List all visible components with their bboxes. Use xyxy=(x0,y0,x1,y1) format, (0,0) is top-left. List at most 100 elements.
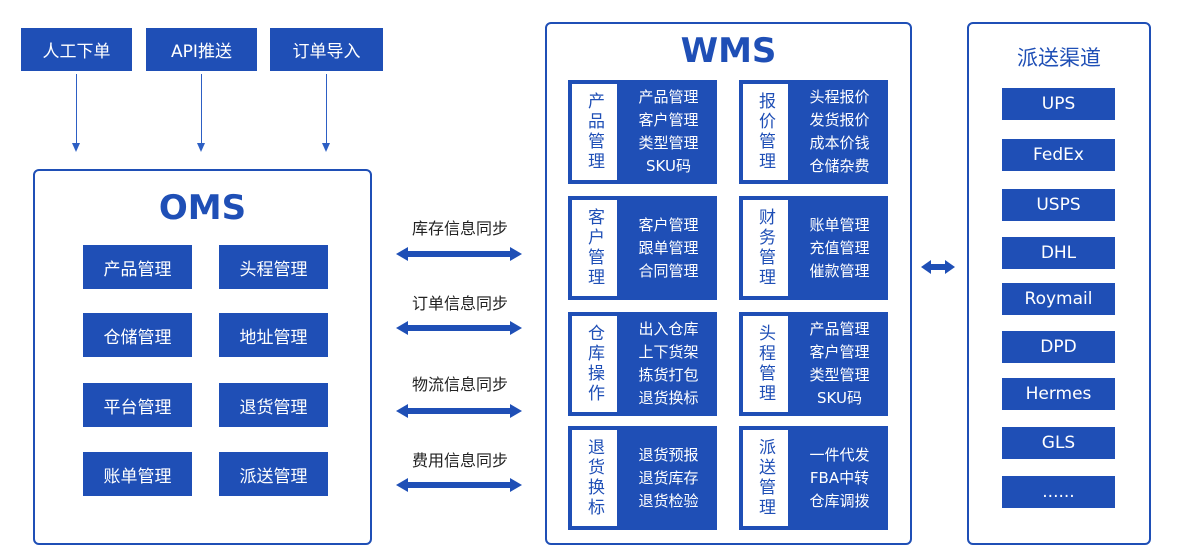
arrow-line xyxy=(326,74,327,144)
wms-module-delivery[interactable]: 派送管理 一件代发 FBA中转 仓库调拨 xyxy=(739,426,888,530)
input-label: 订单导入 xyxy=(292,42,361,62)
module-item: FBA中转 xyxy=(809,468,870,487)
module-item: 拣货打包 xyxy=(638,366,699,384)
module-item: 产品管理 xyxy=(638,88,699,106)
oms-module-label: 地址管理 xyxy=(239,327,308,348)
module-item: 出入仓库 xyxy=(638,320,699,338)
module-items: 产品管理 客户管理 类型管理 SKU码 xyxy=(620,80,717,184)
input-manual-order[interactable]: 人工下单 xyxy=(21,28,132,71)
double-arrow-icon xyxy=(396,478,522,492)
module-items: 退货预报 退货库存 退货检验 xyxy=(620,426,717,530)
module-items: 出入仓库 上下货架 拣货打包 退货换标 xyxy=(620,312,717,416)
channel-item[interactable]: DPD xyxy=(1002,331,1115,363)
module-item: 客户管理 xyxy=(809,343,870,361)
module-items: 产品管理 客户管理 类型管理 SKU码 xyxy=(791,312,888,416)
wms-module-finance[interactable]: 财务管理 账单管理 充值管理 催款管理 xyxy=(739,196,888,300)
module-item: 成本价钱 xyxy=(809,134,870,152)
arrow-line xyxy=(201,74,202,144)
module-item: 类型管理 xyxy=(638,134,699,152)
module-item: 退货换标 xyxy=(638,389,699,407)
oms-module-label: 退货管理 xyxy=(239,397,308,418)
channel-item[interactable]: USPS xyxy=(1002,189,1115,221)
module-item: 头程报价 xyxy=(809,88,870,106)
module-item: 账单管理 xyxy=(809,215,870,234)
wms-module-quote[interactable]: 报价管理 头程报价 发货报价 成本价钱 仓储杂费 xyxy=(739,80,888,184)
module-side-label: 派送管理 xyxy=(743,430,788,526)
channel-item[interactable]: Hermes xyxy=(1002,378,1115,410)
arrow-line xyxy=(76,74,77,144)
module-item: 充值管理 xyxy=(809,238,870,257)
module-side-label: 财务管理 xyxy=(743,200,788,296)
channel-item[interactable]: UPS xyxy=(1002,88,1115,120)
channel-label: GLS xyxy=(1041,433,1076,453)
oms-module-label: 仓储管理 xyxy=(103,327,172,348)
module-item: SKU码 xyxy=(646,157,691,175)
module-item: 跟单管理 xyxy=(638,238,699,257)
arrow-down-icon xyxy=(197,143,205,152)
wms-module-customer[interactable]: 客户管理 客户管理 跟单管理 合同管理 xyxy=(568,196,717,300)
oms-module-label: 派送管理 xyxy=(239,466,308,487)
input-order-import[interactable]: 订单导入 xyxy=(270,28,383,71)
double-arrow-icon xyxy=(921,260,955,274)
channel-item[interactable]: ...... xyxy=(1002,476,1115,508)
channels-title: 派送渠道 xyxy=(1017,46,1101,70)
channel-label: ...... xyxy=(1042,482,1075,502)
module-side-label: 头程管理 xyxy=(743,316,788,412)
module-item: 退货预报 xyxy=(638,445,699,464)
input-label: API推送 xyxy=(171,42,232,62)
module-side-label: 客户管理 xyxy=(572,200,617,296)
module-item: 催款管理 xyxy=(809,261,870,280)
oms-module[interactable]: 派送管理 xyxy=(219,452,328,496)
oms-module-label: 产品管理 xyxy=(103,259,172,280)
channel-label: USPS xyxy=(1036,195,1081,215)
module-side-label: 仓库操作 xyxy=(572,316,617,412)
oms-module[interactable]: 账单管理 xyxy=(83,452,192,496)
wms-module-warehouse[interactable]: 仓库操作 出入仓库 上下货架 拣货打包 退货换标 xyxy=(568,312,717,416)
channel-item[interactable]: FedEx xyxy=(1002,139,1115,171)
module-side-label: 退货换标 xyxy=(572,430,617,526)
sync-label: 库存信息同步 xyxy=(411,219,508,238)
channel-label: FedEx xyxy=(1033,145,1084,165)
channel-label: DHL xyxy=(1040,243,1077,263)
oms-module[interactable]: 头程管理 xyxy=(219,245,328,289)
oms-module-label: 账单管理 xyxy=(103,466,172,487)
module-item: 发货报价 xyxy=(809,111,870,129)
module-item: SKU码 xyxy=(817,389,862,407)
oms-module[interactable]: 平台管理 xyxy=(83,383,192,427)
sync-label: 费用信息同步 xyxy=(411,451,508,470)
oms-module[interactable]: 产品管理 xyxy=(83,245,192,289)
channel-label: Hermes xyxy=(1025,384,1092,404)
module-items: 头程报价 发货报价 成本价钱 仓储杂费 xyxy=(791,80,888,184)
wms-title: WMS xyxy=(680,31,777,71)
oms-module[interactable]: 退货管理 xyxy=(219,383,328,427)
sync-label: 物流信息同步 xyxy=(411,375,508,394)
module-item: 仓储杂费 xyxy=(809,157,870,175)
module-item: 客户管理 xyxy=(638,111,699,129)
wms-module-firstleg[interactable]: 头程管理 产品管理 客户管理 类型管理 SKU码 xyxy=(739,312,888,416)
module-item: 仓库调拨 xyxy=(809,491,870,510)
module-items: 客户管理 跟单管理 合同管理 xyxy=(620,196,717,300)
channel-item[interactable]: Roymail xyxy=(1002,283,1115,315)
channel-label: DPD xyxy=(1040,337,1077,357)
module-items: 一件代发 FBA中转 仓库调拨 xyxy=(791,426,888,530)
module-item: 产品管理 xyxy=(809,320,870,338)
module-item: 上下货架 xyxy=(638,343,699,361)
input-api-push[interactable]: API推送 xyxy=(146,28,257,71)
module-item: 类型管理 xyxy=(809,366,870,384)
oms-module[interactable]: 仓储管理 xyxy=(83,313,192,357)
module-item: 退货库存 xyxy=(638,468,699,487)
module-side-label: 产品管理 xyxy=(572,84,617,180)
arrow-down-icon xyxy=(322,143,330,152)
double-arrow-icon xyxy=(396,321,522,335)
double-arrow-icon xyxy=(396,404,522,418)
module-items: 账单管理 充值管理 催款管理 xyxy=(791,196,888,300)
input-label: 人工下单 xyxy=(42,42,111,62)
oms-module-label: 平台管理 xyxy=(103,397,172,418)
wms-module-returns[interactable]: 退货换标 退货预报 退货库存 退货检验 xyxy=(568,426,717,530)
channel-label: UPS xyxy=(1041,94,1076,114)
channel-item[interactable]: DHL xyxy=(1002,237,1115,269)
channel-item[interactable]: GLS xyxy=(1002,427,1115,459)
oms-module[interactable]: 地址管理 xyxy=(219,313,328,357)
module-side-label: 报价管理 xyxy=(743,84,788,180)
wms-module-product[interactable]: 产品管理 产品管理 客户管理 类型管理 SKU码 xyxy=(568,80,717,184)
